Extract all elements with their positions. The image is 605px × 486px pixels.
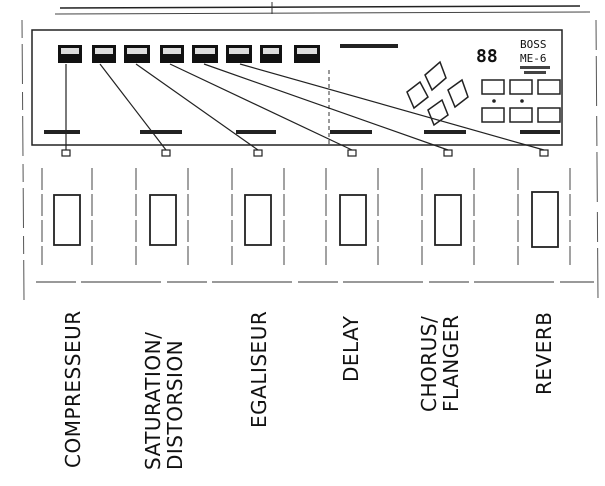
top-edge-line (59, 5, 581, 9)
led-5 (443, 149, 453, 157)
connector-line-2 (99, 63, 167, 151)
panel-button-2 (509, 79, 533, 95)
label-reverb: REVERB (532, 311, 556, 395)
led-3 (253, 149, 263, 157)
top-edge-line-inner (54, 11, 591, 15)
cursor-down-button (427, 98, 449, 127)
cursor-left-button (406, 80, 429, 110)
panel-button-3 (537, 79, 561, 95)
footswitch-strip-labels (44, 130, 560, 134)
connector-line-3 (135, 63, 259, 151)
panel-button-5 (509, 107, 533, 123)
led-1 (61, 149, 71, 157)
connector-line-4 (169, 63, 353, 151)
label-chorus-flanger: CHORUS/ FLANGER (417, 314, 463, 412)
panel-button-1 (481, 79, 505, 95)
connector-lines (65, 63, 545, 151)
panel-button-6 (537, 107, 561, 123)
label-delay: DELAY (339, 315, 363, 382)
led-6 (539, 149, 549, 157)
right-body-edge (595, 19, 599, 301)
display-bar (340, 44, 398, 48)
footswitch-compressor (41, 168, 93, 265)
model-name: ME-6 (520, 52, 547, 65)
led-2 (161, 149, 171, 157)
label-equalizer: EGALISEUR (247, 310, 271, 428)
brand-logo: BOSS (520, 38, 547, 51)
left-body-edge (21, 19, 25, 301)
panel-buttons (481, 79, 561, 123)
label-saturation-distortion: SATURATION/ DISTORSION (141, 331, 187, 470)
footswitch-chorus (421, 168, 475, 265)
footswitch-delay (325, 168, 379, 265)
footswitches (41, 168, 571, 265)
footswitch-leds (61, 149, 549, 157)
connector-line-6 (239, 63, 545, 151)
led-4 (347, 149, 357, 157)
footswitch-equalizer (231, 168, 285, 265)
footswitch-distortion (135, 168, 189, 265)
cursor-right-button (447, 78, 469, 109)
panel-button-4 (481, 107, 505, 123)
effect-indicators (58, 45, 320, 63)
label-compressor: COMPRESSEUR (61, 310, 85, 468)
cursor-pad (406, 60, 469, 127)
connector-line-5 (203, 63, 449, 151)
footswitch-reverb (517, 168, 571, 265)
cursor-up-button (424, 60, 447, 92)
led-display: 88 (476, 46, 498, 67)
upper-panel-outline (31, 29, 563, 146)
